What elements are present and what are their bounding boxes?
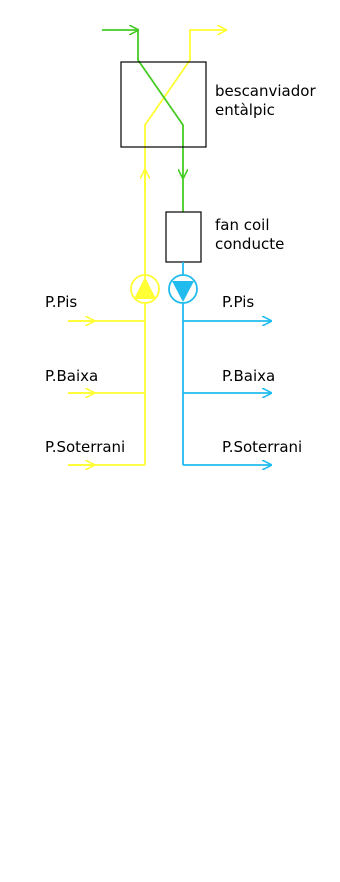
supply-label-pis: P.Pis xyxy=(222,293,254,311)
return-label-soterrani: P.Soterrani xyxy=(45,438,125,456)
supply-label-baixa: P.Baixa xyxy=(222,367,275,385)
fancoil-box xyxy=(165,211,202,263)
return-label-pis: P.Pis xyxy=(45,293,77,311)
supply-branch-baixa: P.Baixa xyxy=(183,367,275,393)
supply-branch-pis: P.Pis xyxy=(183,293,271,321)
return-branch-soterrani: P.Soterrani xyxy=(45,438,145,465)
return-label-baixa: P.Baixa xyxy=(45,367,98,385)
supply-air-line xyxy=(137,30,183,178)
exhaust-air-line xyxy=(144,30,226,278)
pump-triangle-down-icon xyxy=(168,274,198,304)
exchanger-label-2: entàlpic xyxy=(215,101,275,119)
supply-branch-soterrani: P.Soterrani xyxy=(183,438,302,465)
supply-label-soterrani: P.Soterrani xyxy=(222,438,302,456)
fancoil-label-2: conducte xyxy=(215,235,284,253)
pump-triangle-up-icon xyxy=(130,274,160,304)
fancoil-label-1: fan coil xyxy=(215,216,270,234)
exchanger-box xyxy=(120,61,207,148)
exchanger-label-1: bescanviador xyxy=(215,82,316,100)
return-branch-baixa: P.Baixa xyxy=(45,367,145,393)
return-branch-pis: P.Pis xyxy=(45,293,145,321)
